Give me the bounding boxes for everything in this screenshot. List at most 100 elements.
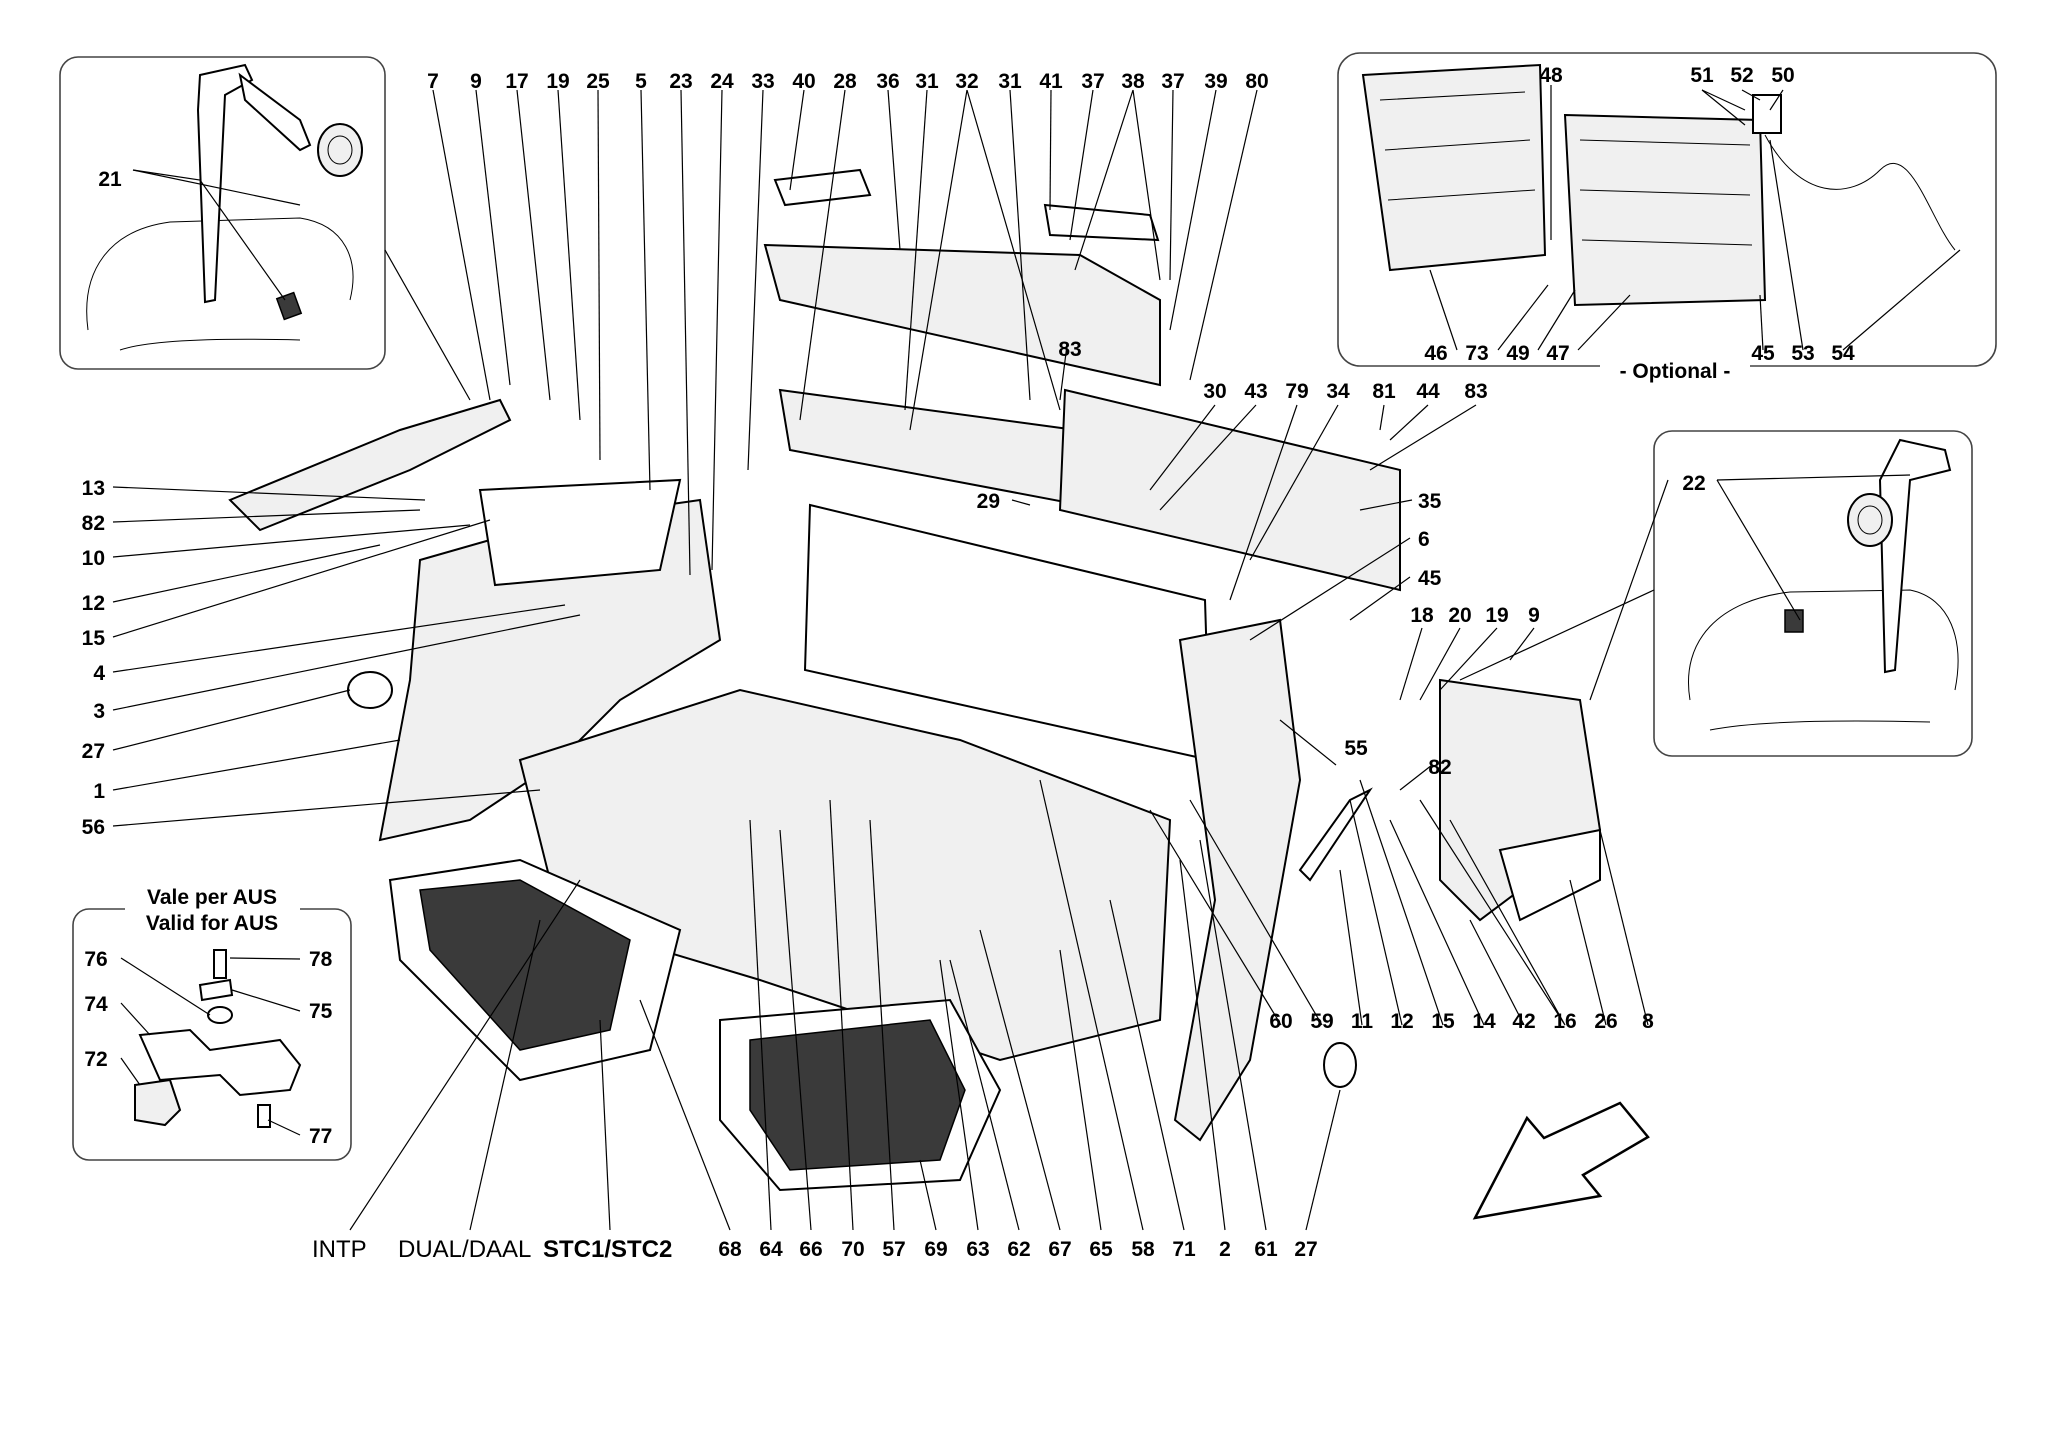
callout-2: 2 [1219, 1238, 1231, 1261]
callout-63: 63 [966, 1238, 989, 1261]
arrow-down-left-icon [1472, 1101, 1650, 1220]
callout-45b: 45 [1751, 342, 1775, 365]
callout-81: 81 [1372, 380, 1396, 403]
callout-20: 20 [1448, 604, 1471, 627]
callout-43: 43 [1244, 380, 1267, 403]
callout-79: 79 [1285, 380, 1308, 403]
callout-13: 13 [82, 477, 105, 500]
callout-58: 58 [1131, 1238, 1155, 1261]
callout-66: 66 [799, 1238, 822, 1261]
variant-dual: DUAL/DAAL [398, 1236, 531, 1263]
callout-27: 27 [82, 740, 105, 763]
callout-68: 68 [718, 1238, 742, 1261]
optional-seat-backs [1361, 63, 1956, 307]
callout-11: 11 [1351, 1010, 1374, 1033]
callout-57: 57 [882, 1238, 905, 1261]
callout-24: 24 [710, 70, 734, 93]
callout-31: 31 [915, 70, 939, 93]
left-window-frame [478, 478, 682, 587]
callout-45: 45 [1418, 567, 1442, 590]
callout-69: 69 [924, 1238, 947, 1261]
belt-guide-right [1298, 787, 1373, 882]
variant-stc: STC1/STC2 [543, 1236, 672, 1263]
callout-29: 29 [977, 490, 1000, 513]
callout-44: 44 [1416, 380, 1440, 403]
callout-14: 14 [1472, 1010, 1496, 1033]
cushion-left-fabric [419, 879, 631, 1051]
grommet-27-right [1323, 1042, 1357, 1088]
callout-37b: 37 [1161, 70, 1184, 93]
callout-1: 1 [93, 780, 105, 803]
callout-22: 22 [1682, 472, 1705, 495]
aus-caption-line2: Valid for AUS [146, 912, 278, 935]
callout-61: 61 [1254, 1238, 1278, 1261]
callout-35: 35 [1418, 490, 1442, 513]
callout-67: 67 [1048, 1238, 1071, 1261]
callout-51: 51 [1690, 64, 1714, 87]
right-lower-trim [1498, 828, 1601, 922]
callout-60: 60 [1269, 1010, 1292, 1033]
callout-16: 16 [1553, 1010, 1576, 1033]
callout-7: 7 [427, 70, 439, 93]
callout-15b: 15 [1431, 1010, 1455, 1033]
callout-27b: 27 [1294, 1238, 1317, 1261]
callout-3: 3 [93, 700, 105, 723]
callout-9b: 9 [1528, 604, 1540, 627]
callout-80: 80 [1245, 70, 1268, 93]
callout-40: 40 [792, 70, 815, 93]
callout-12b: 12 [1390, 1010, 1413, 1033]
callout-4: 4 [93, 662, 105, 685]
grommet-27-left [347, 671, 393, 709]
callout-82b: 82 [1428, 756, 1451, 779]
callout-52: 52 [1730, 64, 1753, 87]
callout-46: 46 [1424, 342, 1447, 365]
callout-72: 72 [84, 1048, 107, 1071]
callout-76: 76 [84, 948, 107, 971]
callout-49: 49 [1506, 342, 1529, 365]
callout-55: 55 [1344, 737, 1368, 760]
callout-39: 39 [1204, 70, 1227, 93]
rear-cover-right [1043, 203, 1160, 242]
rear-cover-left [773, 168, 872, 207]
callout-77: 77 [309, 1125, 332, 1148]
inset-aus [72, 908, 352, 1161]
callout-19b: 19 [1485, 604, 1508, 627]
left-upper-trim [228, 398, 512, 532]
callout-64: 64 [759, 1238, 783, 1261]
callout-83: 83 [1058, 338, 1081, 361]
callout-25: 25 [586, 70, 610, 93]
callout-19: 19 [546, 70, 569, 93]
aus-bracket-illustration [134, 949, 302, 1128]
callout-47: 47 [1546, 342, 1569, 365]
callout-54: 54 [1831, 342, 1855, 365]
callout-12: 12 [82, 592, 105, 615]
callout-59: 59 [1310, 1010, 1333, 1033]
callout-42: 42 [1512, 1010, 1535, 1033]
callout-65: 65 [1089, 1238, 1113, 1261]
callout-36: 36 [876, 70, 899, 93]
callout-6: 6 [1418, 528, 1430, 551]
optional-caption: - Optional - [1620, 360, 1731, 383]
leader-lines [112, 85, 1961, 1231]
callout-41: 41 [1039, 70, 1063, 93]
callout-34: 34 [1326, 380, 1350, 403]
callout-10: 10 [82, 547, 105, 570]
variant-intp: INTP [312, 1236, 367, 1263]
callout-5: 5 [635, 70, 647, 93]
callout-28: 28 [833, 70, 857, 93]
callout-71: 71 [1172, 1238, 1196, 1261]
callout-17: 17 [505, 70, 528, 93]
optional-caption-backdrop [1600, 356, 1750, 382]
callout-8: 8 [1642, 1010, 1654, 1033]
callout-21: 21 [98, 168, 122, 191]
callout-9: 9 [470, 70, 482, 93]
callout-30: 30 [1203, 380, 1226, 403]
seat-belt-right-illustration [1688, 438, 1959, 731]
rear-bulkhead-panel [1058, 388, 1401, 592]
callout-56: 56 [82, 816, 105, 839]
callout-50: 50 [1771, 64, 1794, 87]
callout-31b: 31 [998, 70, 1022, 93]
callout-15: 15 [82, 627, 106, 650]
callout-37: 37 [1081, 70, 1104, 93]
